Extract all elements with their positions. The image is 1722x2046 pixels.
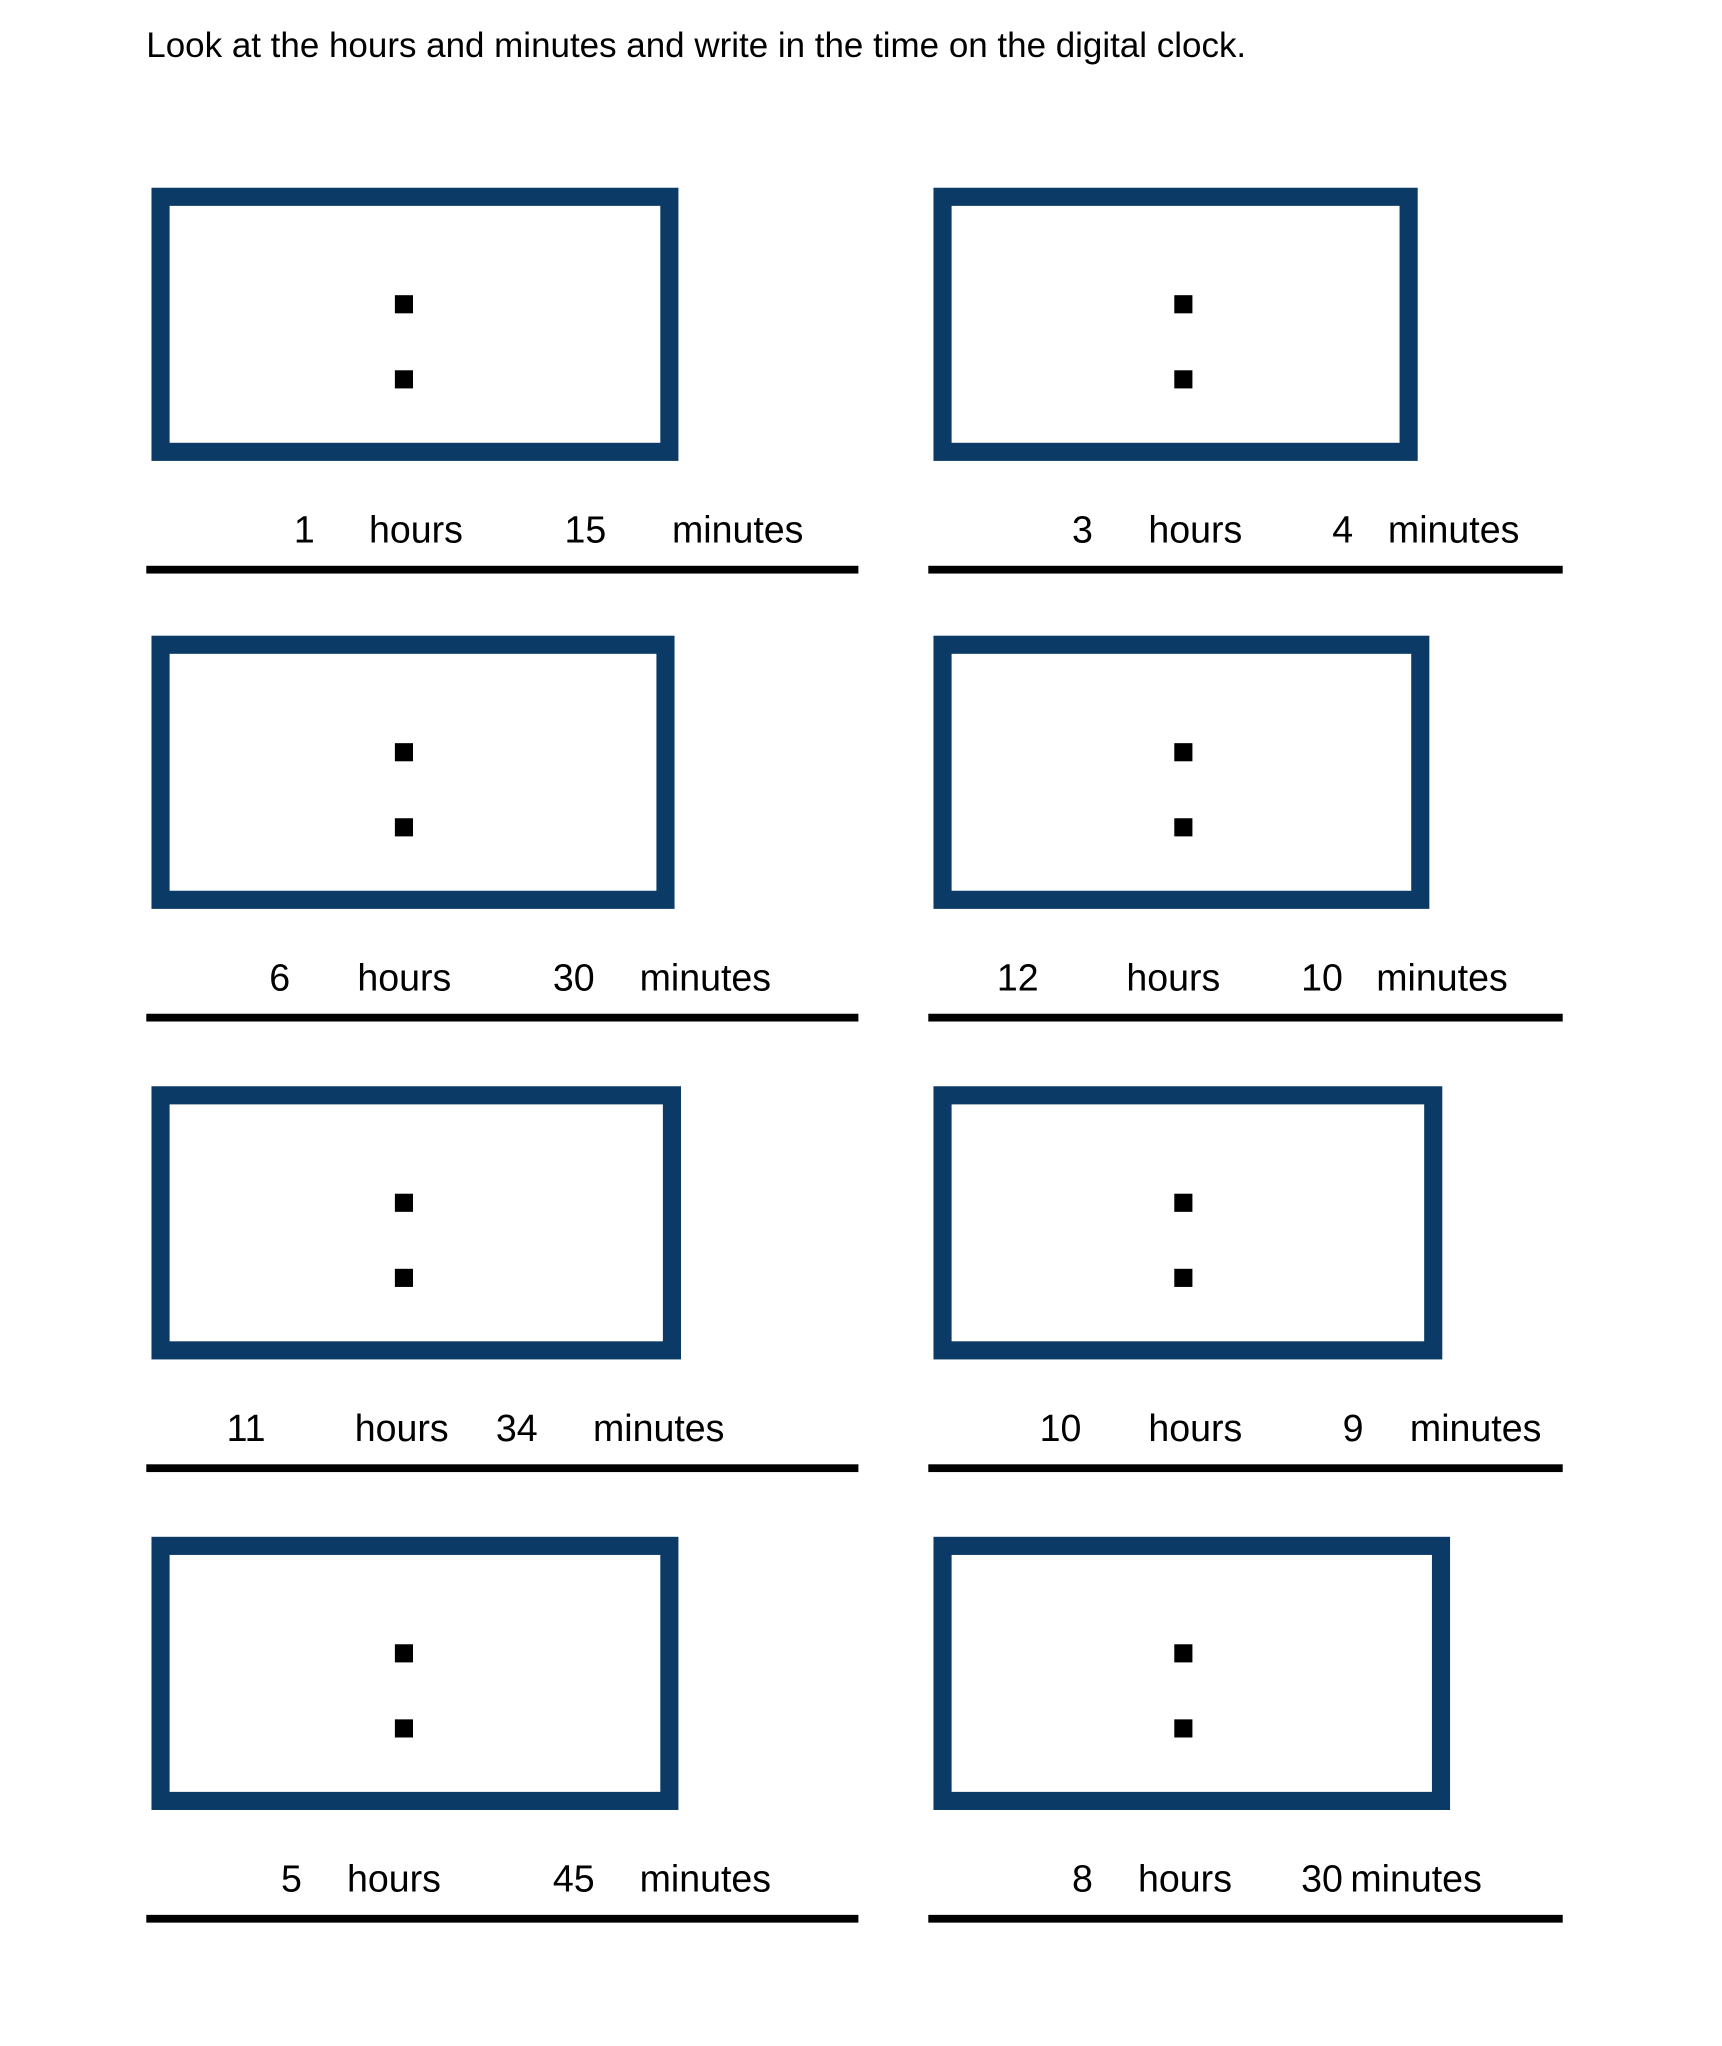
colon-dot [394, 1268, 414, 1287]
minutes-label: minutes [1350, 1859, 1482, 1901]
hours-label: hours [1148, 510, 1243, 552]
hours-label: hours [346, 1859, 441, 1901]
colon-dot [394, 818, 414, 837]
digital-clock-answer-box[interactable] [151, 1536, 679, 1810]
colon-dot [1174, 1193, 1193, 1212]
digital-clock-answer-box[interactable] [933, 1536, 1451, 1810]
answer-line [928, 1013, 1563, 1022]
hours-value: 12 [996, 958, 1039, 1000]
hours-value: 8 [1072, 1859, 1093, 1901]
minutes-value: 15 [564, 510, 607, 552]
answer-line [146, 565, 859, 574]
minutes-label: minutes [671, 510, 804, 552]
minutes-value: 4 [1332, 510, 1354, 552]
minutes-label: minutes [639, 1859, 772, 1901]
minutes-value: 45 [552, 1859, 595, 1901]
hours-value: 10 [1039, 1408, 1082, 1451]
colon-dot [394, 1193, 414, 1212]
minutes-value: 30 [552, 958, 595, 1000]
minutes-label: minutes [592, 1408, 725, 1451]
answer-line [928, 565, 1563, 574]
hours-value: 5 [280, 1859, 302, 1901]
answer-line [146, 1914, 859, 1923]
minutes-value: 10 [1301, 958, 1343, 1000]
hours-label: hours [1126, 958, 1221, 1000]
colon-dot [1174, 818, 1193, 837]
hours-value: 6 [269, 958, 291, 1000]
answer-line [146, 1013, 859, 1022]
colon-dot [394, 1719, 414, 1738]
colon-dot [1174, 295, 1193, 314]
digital-clock-answer-box[interactable] [933, 187, 1418, 461]
minutes-label: minutes [1376, 958, 1508, 1000]
instructions: Look at the hours and minutes and write … [146, 25, 1247, 65]
hours-label: hours [1148, 1408, 1243, 1451]
minutes-label: minutes [639, 958, 772, 1000]
minutes-value: 30 [1301, 1859, 1343, 1901]
hours-label: hours [368, 510, 463, 552]
minutes-value: 9 [1342, 1408, 1364, 1451]
minutes-value: 34 [495, 1408, 538, 1451]
colon-dot [394, 370, 414, 389]
colon-dot [1174, 743, 1193, 762]
colon-dot [1174, 1644, 1193, 1663]
colon-dot [394, 743, 414, 762]
digital-clock-answer-box[interactable] [151, 1086, 682, 1360]
colon-dot [394, 295, 414, 314]
hours-label: hours [354, 1408, 449, 1451]
digital-clock-answer-box[interactable] [151, 187, 679, 461]
hours-value: 11 [226, 1408, 266, 1451]
hours-value: 3 [1072, 510, 1093, 552]
colon-dot [1174, 1719, 1193, 1738]
answer-line [928, 1914, 1563, 1923]
colon-dot [394, 1644, 414, 1663]
colon-dot [1174, 1268, 1193, 1287]
digital-clock-answer-box[interactable] [151, 635, 675, 909]
digital-clock-answer-box[interactable] [933, 635, 1430, 909]
hours-label: hours [1138, 1859, 1232, 1901]
minutes-label: minutes [1409, 1408, 1542, 1451]
colon-dot [1174, 370, 1193, 389]
digital-clock-answer-box[interactable] [933, 1086, 1443, 1360]
minutes-label: minutes [1387, 510, 1520, 552]
answer-line [928, 1464, 1563, 1473]
hours-label: hours [357, 958, 452, 1000]
hours-value: 1 [293, 510, 315, 552]
answer-line [146, 1464, 859, 1473]
